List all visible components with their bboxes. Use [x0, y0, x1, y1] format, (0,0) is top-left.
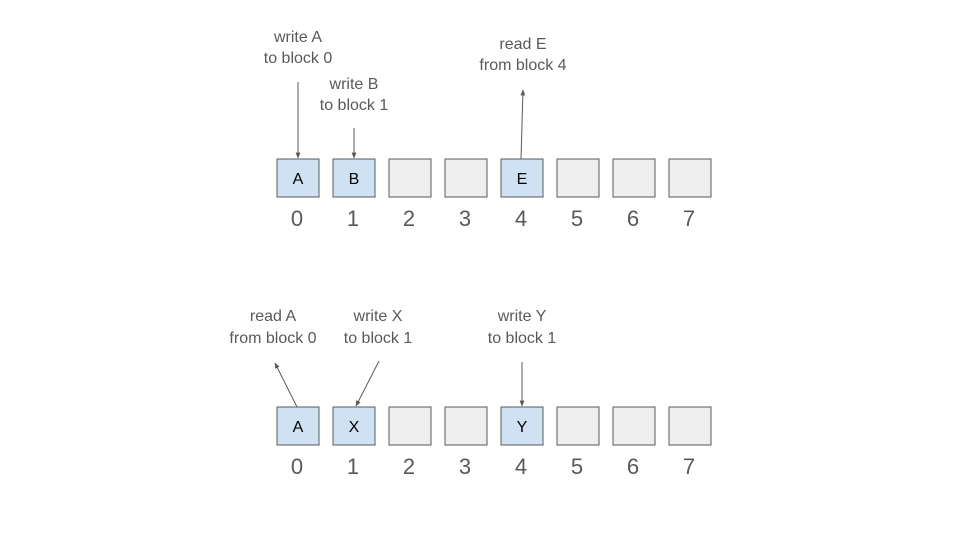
block-2 — [388, 406, 432, 446]
op-label-write-b: write B — [329, 76, 379, 93]
block-index: 7 — [683, 206, 695, 231]
block-content: A — [293, 419, 304, 436]
block-row — [276, 406, 712, 446]
op-label-read-a: read A — [250, 308, 297, 325]
block-index: 4 — [515, 206, 527, 231]
block-2 — [388, 158, 432, 198]
block-5 — [556, 406, 600, 446]
block-index: 2 — [403, 454, 415, 479]
block-4 — [500, 406, 544, 446]
operation-labels: write A to block 0 write B to block 1 re… — [264, 29, 567, 114]
block-3 — [444, 406, 488, 446]
block-3 — [444, 158, 488, 198]
block-content: Y — [517, 419, 528, 436]
block-6 — [612, 406, 656, 446]
block-5 — [556, 158, 600, 198]
op-label-write-y-target: to block 1 — [488, 330, 557, 347]
block-index: 1 — [347, 206, 359, 231]
op-label-read-e: read E — [499, 36, 546, 53]
block-0 — [276, 158, 320, 198]
block-content: X — [349, 419, 360, 436]
block-1 — [332, 158, 376, 198]
block-indices: 0 1 2 3 4 5 6 7 — [291, 454, 695, 479]
operation-arrows — [274, 360, 525, 408]
block-contents: A B E — [293, 171, 528, 188]
block-index: 3 — [459, 206, 471, 231]
block-0 — [276, 406, 320, 446]
block-index: 6 — [627, 206, 639, 231]
operation-arrows — [295, 82, 526, 160]
block-7 — [668, 406, 712, 446]
block-index: 4 — [515, 454, 527, 479]
block-content: E — [517, 171, 528, 188]
block-1 — [332, 406, 376, 446]
write-arrow — [355, 360, 380, 407]
block-contents: A X Y — [293, 419, 528, 436]
block-index: 3 — [459, 454, 471, 479]
block-row — [276, 158, 712, 198]
block-index: 0 — [291, 206, 303, 231]
block-index: 0 — [291, 454, 303, 479]
block-content: A — [293, 171, 304, 188]
block-index: 1 — [347, 454, 359, 479]
block-indices: 0 1 2 3 4 5 6 7 — [291, 206, 695, 231]
read-arrow — [520, 89, 526, 160]
block-4 — [500, 158, 544, 198]
panel-top: A B E 0 1 2 3 4 5 6 7 write A to block 0… — [264, 29, 712, 231]
op-label-read-e-source: from block 4 — [479, 57, 566, 74]
block-6 — [612, 158, 656, 198]
block-content: B — [349, 171, 360, 188]
block-index: 5 — [571, 206, 583, 231]
op-label-write-a-target: to block 0 — [264, 50, 333, 67]
block-7 — [668, 158, 712, 198]
op-label-write-b-target: to block 1 — [320, 97, 389, 114]
panel-bottom: A X Y 0 1 2 3 4 5 6 7 read A from block … — [229, 308, 712, 479]
operation-labels: read A from block 0 write X to block 1 w… — [229, 308, 556, 347]
op-label-read-a-source: from block 0 — [229, 330, 316, 347]
block-index: 2 — [403, 206, 415, 231]
op-label-write-a: write A — [273, 29, 322, 46]
block-index: 7 — [683, 454, 695, 479]
read-arrow — [274, 362, 298, 408]
op-label-write-y: write Y — [497, 308, 547, 325]
op-label-write-x-target: to block 1 — [344, 330, 413, 347]
op-label-write-x: write X — [353, 308, 403, 325]
block-index: 6 — [627, 454, 639, 479]
block-index: 5 — [571, 454, 583, 479]
